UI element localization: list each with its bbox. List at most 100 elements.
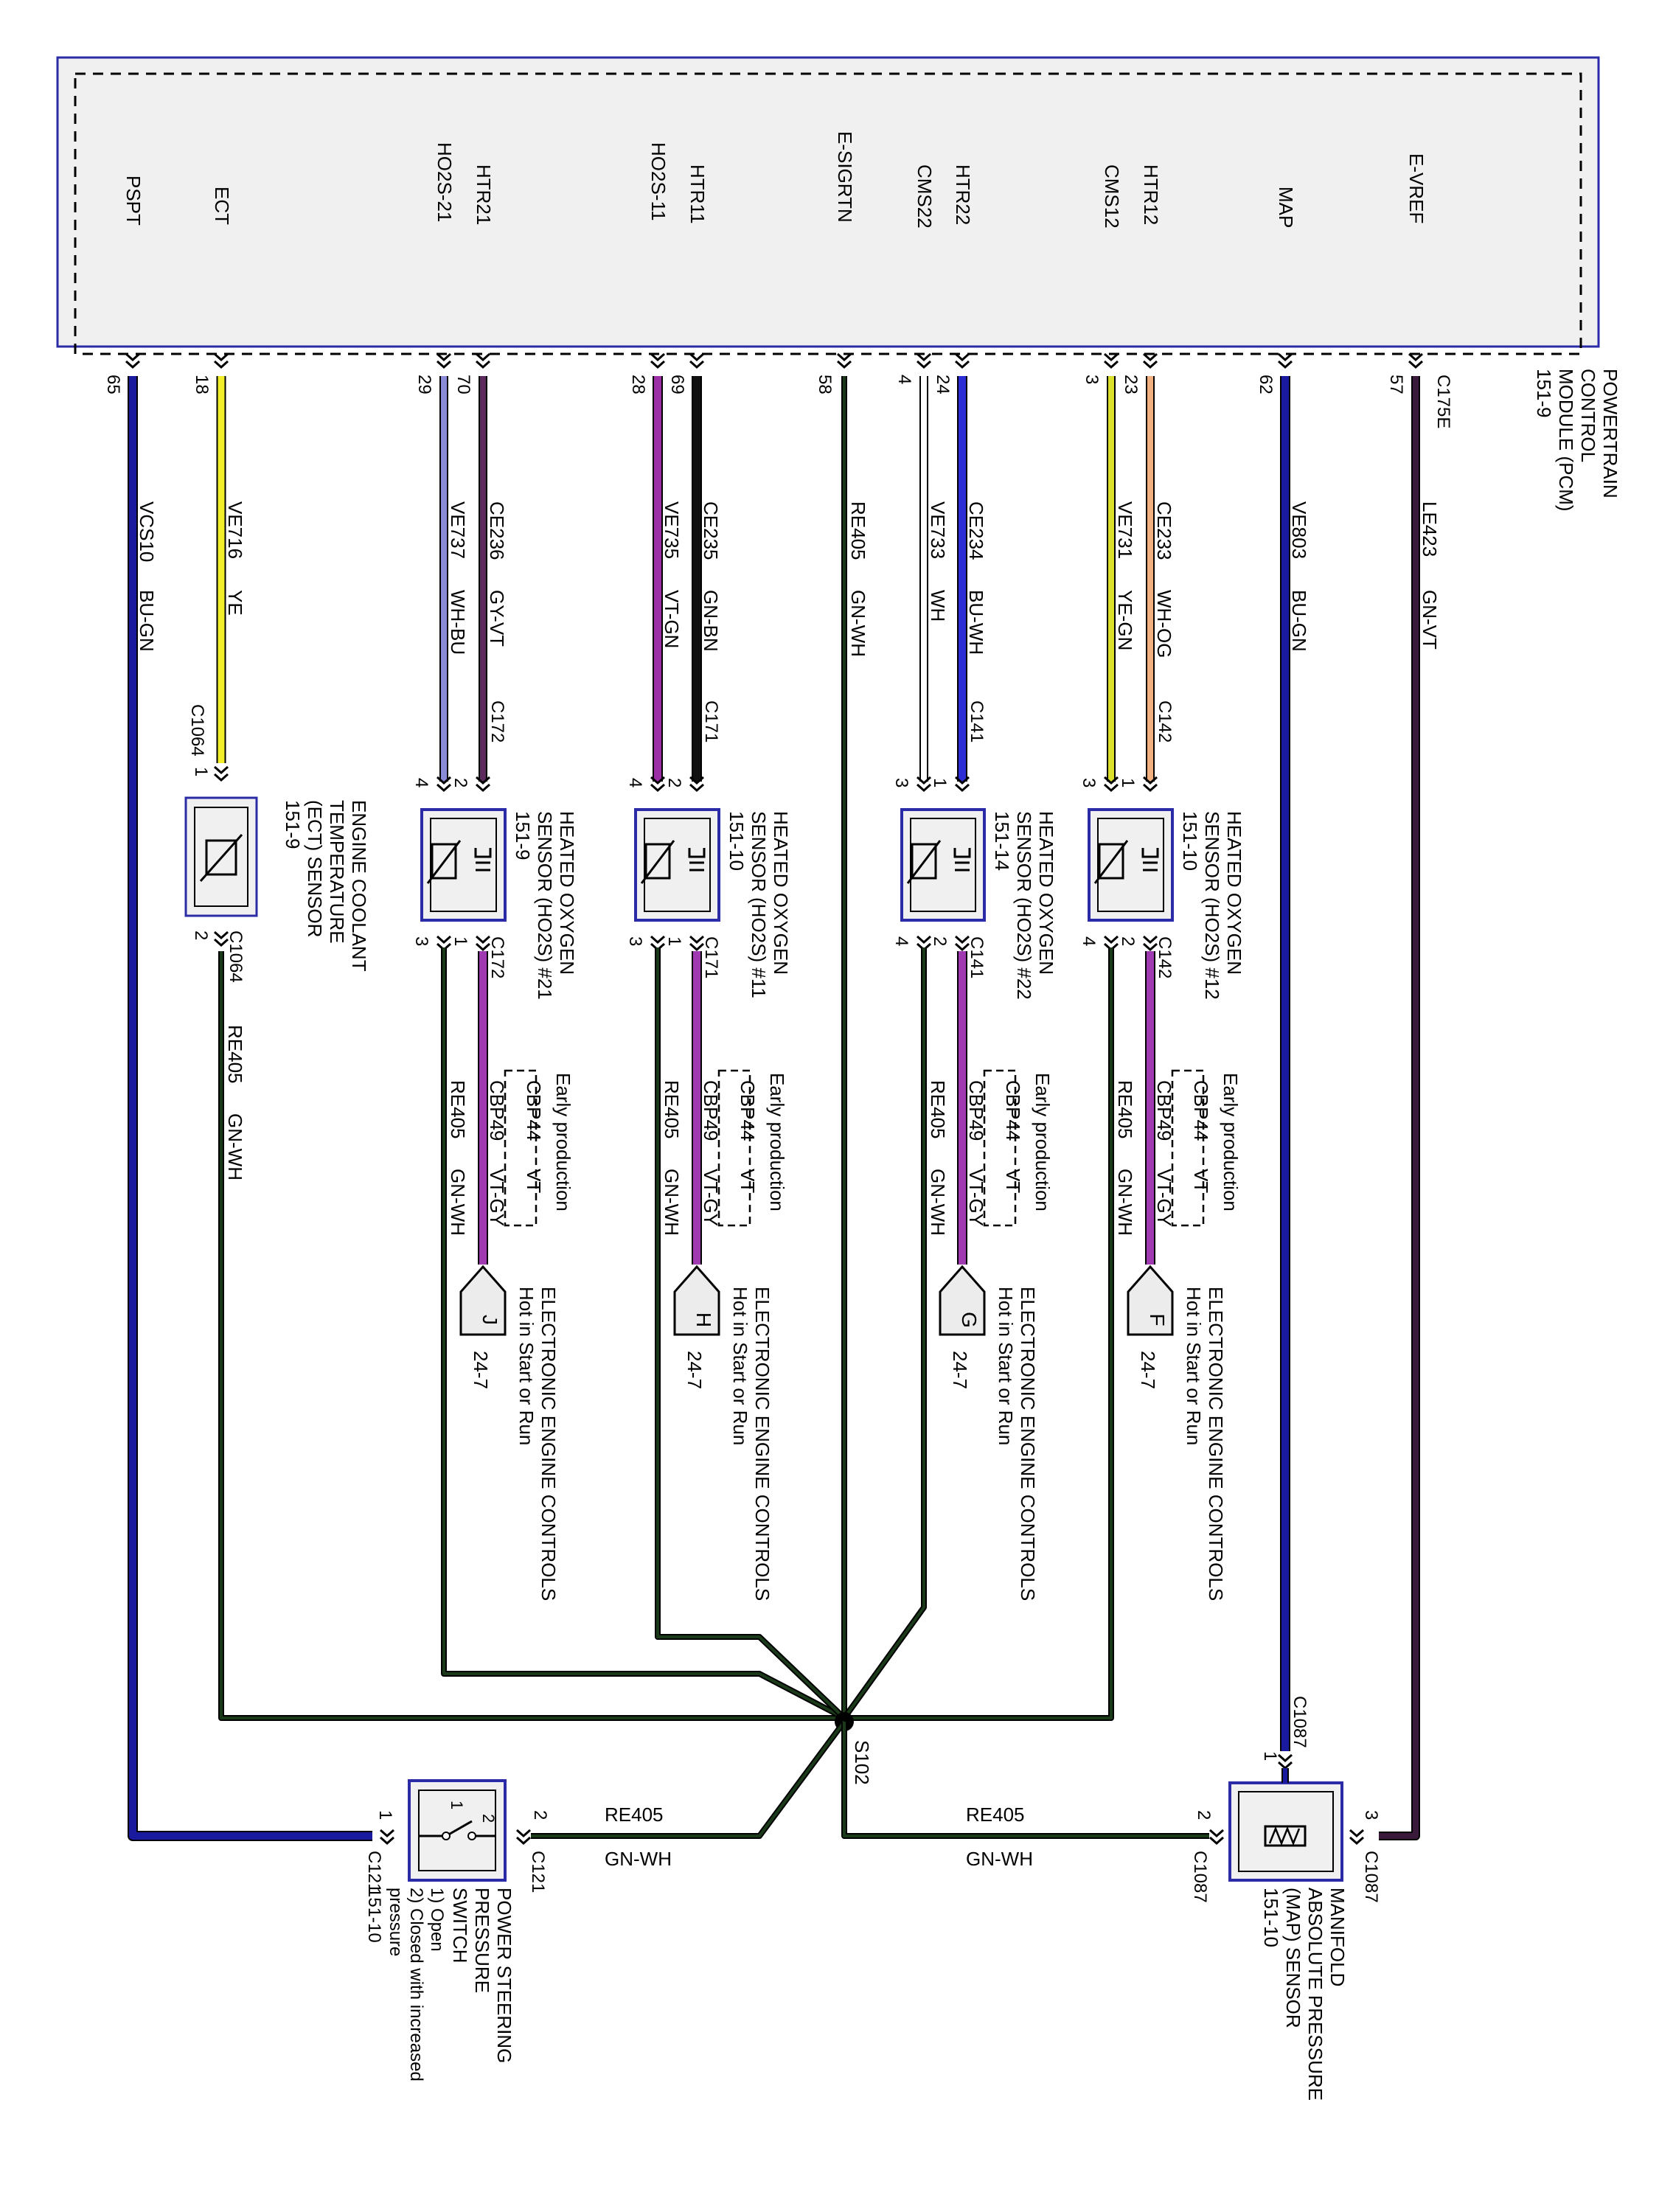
ho2s21-return-color: GN-WH	[447, 1169, 469, 1236]
map-pin-2-num: 2	[1194, 1810, 1214, 1820]
ho2s11-early-text: Early production	[766, 1073, 788, 1211]
thermistor-slash	[199, 834, 243, 882]
ect-return-circuit: RE405	[224, 1025, 246, 1084]
wire-color-label: GY-VT	[486, 590, 508, 647]
ho2s22-sensor-box	[900, 808, 986, 922]
ho2s22-early-color: VT	[1002, 1169, 1024, 1193]
ho2s22-connector-top: C141	[967, 700, 987, 742]
ho2s21-feed-hot: Hot in Start or Run	[515, 1287, 538, 1445]
wire-color-label: BU-GN	[1288, 590, 1310, 652]
wire-circuit-label: LE423	[1419, 501, 1441, 557]
ho2s12-pin-bottom-a-num: 4	[1079, 936, 1099, 946]
pcm-pin-number: 69	[667, 375, 687, 394]
ho2s22-early-box	[983, 1069, 1017, 1227]
wire-color-label: WH-BU	[447, 590, 469, 655]
pcm-pin-29	[437, 352, 451, 369]
sensing-element-icon	[431, 843, 457, 880]
ho2s21-pin-bottom-a-num: 3	[411, 936, 431, 946]
ps-label: POWER STEERING	[493, 1888, 515, 2063]
heater-element-icon	[474, 848, 492, 872]
pcm-pin-signal: MAP	[1275, 187, 1297, 228]
wire-color-label: GN-VT	[1419, 590, 1441, 650]
ho2s12-connector-top: C142	[1155, 700, 1175, 742]
ho2s12-label: SENSOR (HO2S) #12	[1201, 811, 1223, 1000]
ps-pin-1	[380, 1829, 394, 1846]
pcm-pin-signal: HO2S-21	[434, 142, 456, 222]
pressure-element-icon	[1264, 1825, 1307, 1847]
ho2s12-return-color: GN-WH	[1114, 1169, 1136, 1236]
pcm-pin-signal: HTR22	[952, 164, 974, 225]
map-return-color: GN-WH	[966, 1848, 1033, 1870]
heater-element-icon	[953, 848, 971, 872]
pcm-dashed-outline	[74, 72, 1582, 355]
ho2s22-pin-bottom-a-num: 4	[891, 936, 911, 946]
wire-splice-map	[843, 1722, 1209, 1837]
ps-return-circuit: RE405	[605, 1804, 664, 1826]
ho2s22-sensor-inner	[910, 818, 976, 912]
wire-pspt	[129, 376, 372, 1840]
map-connector-top: C1087	[1290, 1696, 1310, 1748]
pcm-pin-signal: HTR21	[473, 164, 495, 225]
ho2s11-feed-tag	[673, 1265, 720, 1336]
map-pin-1	[1278, 1753, 1293, 1770]
pcm-label: MODULE (PCM)	[1555, 369, 1577, 512]
pcm-pin-69	[689, 352, 704, 369]
pcm-pin-3	[1104, 352, 1119, 369]
ho2s21-signal-return	[442, 947, 845, 1719]
ps-pin-2	[516, 1829, 531, 1846]
pcm-pin-4	[917, 352, 931, 369]
sensing-element-icon	[1098, 843, 1124, 880]
pcm-pin-signal: CMS22	[914, 164, 936, 229]
wire-color-label: YE-GN	[1114, 590, 1136, 650]
ho2s12-return-circuit: RE405	[1114, 1080, 1136, 1139]
pcm-pin-number: 23	[1121, 375, 1141, 394]
pcm-pin-28	[650, 352, 665, 369]
ps-switch-pin-2: 2	[479, 1814, 498, 1823]
sensing-element-icon	[644, 843, 671, 880]
pcm-pin-58	[837, 352, 852, 369]
ho2s11-feed-letter: H	[692, 1312, 715, 1327]
ho2s11-pin-bottom-b	[689, 935, 704, 952]
wire-color-label: YE	[224, 590, 246, 616]
ho2s22-signal-return-outline	[841, 947, 927, 1720]
ho2s12-pin-bottom-b-num: 2	[1118, 936, 1138, 946]
ho2s22-feed-hot: Hot in Start or Run	[995, 1287, 1017, 1445]
ps-return-color: GN-WH	[605, 1848, 672, 1870]
ho2s11-early-color: VT	[737, 1169, 759, 1193]
ho2s22-feed-letter: G	[958, 1312, 981, 1328]
ho2s22-label: 151-14	[991, 811, 1013, 871]
map-label: 151-10	[1260, 1888, 1282, 1947]
ect-label: TEMPERATURE	[326, 800, 348, 944]
pcm-pin-signal: HTR11	[686, 164, 709, 223]
pcm-pin-signal: HO2S-11	[647, 142, 669, 220]
pcm-pin-65	[125, 352, 140, 369]
ho2s21-sensor-box	[420, 808, 507, 922]
map-pin-2	[1209, 1829, 1224, 1846]
switch-node-icon	[442, 1832, 451, 1840]
pcm-pin-number: 65	[103, 375, 123, 394]
map-label: ABSOLUTE PRESSURE	[1304, 1888, 1326, 2101]
ho2s21-return-circuit: RE405	[447, 1080, 469, 1139]
ho2s21-early-circuit: CBP44	[523, 1080, 545, 1141]
wire-circuit-label: VE803	[1288, 501, 1310, 559]
map-connector-right: C1087	[1361, 1851, 1381, 1903]
map-label: MANIFOLD	[1326, 1888, 1349, 1986]
ho2s11-return-color: GN-WH	[661, 1169, 683, 1236]
splice-label: S102	[851, 1740, 873, 1785]
ps-label-ref: 151-10	[364, 1888, 384, 1943]
thermistor-icon	[205, 839, 237, 876]
ho2s12-label: HEATED OXYGEN	[1223, 811, 1245, 975]
ho2s12-feed-ref: 24-7	[1137, 1351, 1159, 1389]
pcm-label: POWERTRAIN	[1599, 369, 1621, 498]
wire-circuit-label: VE733	[927, 501, 949, 559]
sensing-element-slash	[906, 840, 942, 884]
heater-element-icon	[688, 848, 706, 872]
ho2s12-early-circuit: CBP44	[1190, 1080, 1212, 1141]
ho2s21-feed-letter: J	[479, 1315, 501, 1325]
wire-color-label: GN-WH	[847, 590, 869, 657]
ps-notes: 1) Open	[427, 1888, 447, 1952]
pcm-pin-number: 18	[192, 375, 212, 394]
wire-color-label: BU-WH	[965, 590, 987, 655]
map-return-circuit: RE405	[966, 1804, 1025, 1826]
ect-pin-in: 1	[191, 767, 211, 776]
